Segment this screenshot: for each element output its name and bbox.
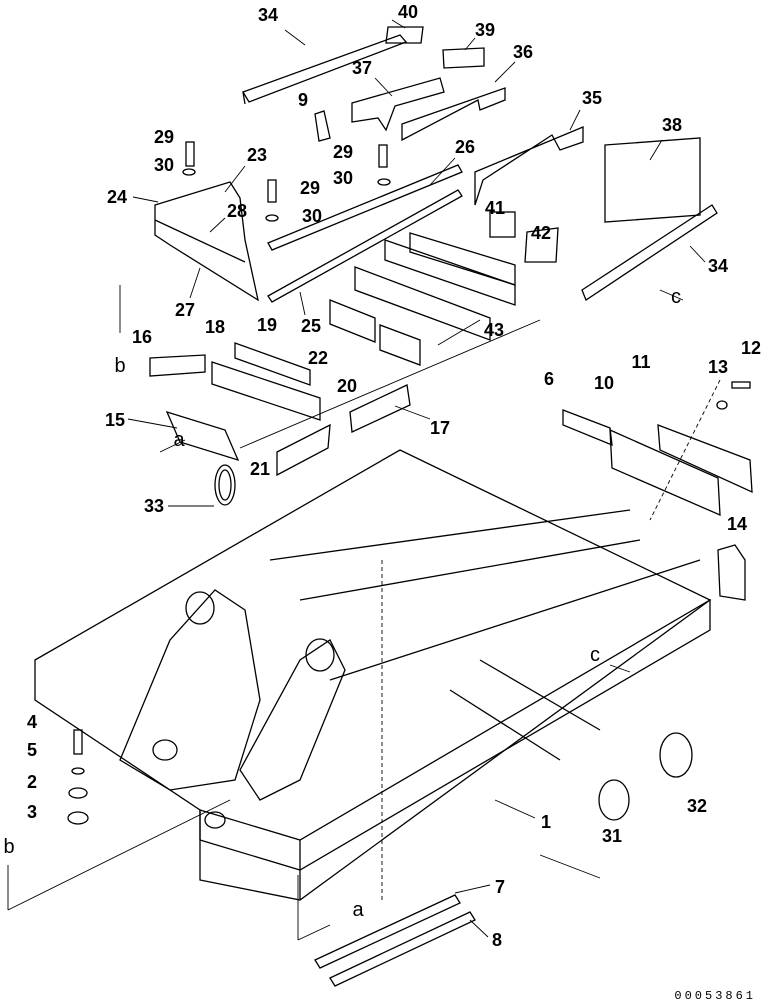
- callout-17: 17: [429, 418, 451, 438]
- part-40-pad: [385, 26, 424, 44]
- callout-30: 30: [301, 206, 323, 226]
- callout-33: 33: [143, 496, 165, 516]
- part-34-top-strip: [242, 34, 408, 105]
- part-15-17-21-pads: [165, 384, 411, 477]
- part-25-long-bar: [267, 189, 463, 303]
- callout-24: 24: [106, 187, 128, 207]
- view-marker-b: b: [3, 836, 15, 858]
- view-marker-b: b: [114, 355, 126, 377]
- view-marker-c: c: [671, 286, 681, 308]
- callout-36: 36: [512, 42, 534, 62]
- part-35-plate: [474, 126, 584, 206]
- part-37-plate: [351, 77, 445, 132]
- washer-30: [182, 168, 391, 222]
- part-16-18-19-20-pads: [149, 342, 321, 421]
- callout-2: 2: [26, 772, 38, 792]
- callout-25: 25: [300, 316, 322, 336]
- part-34-right-strip: [581, 204, 718, 301]
- callout-32: 32: [686, 796, 708, 816]
- callout-26: 26: [454, 137, 476, 157]
- callout-19: 19: [256, 315, 278, 335]
- callout-42: 42: [530, 223, 552, 243]
- callout-28: 28: [226, 201, 248, 221]
- callout-14: 14: [726, 514, 748, 534]
- callout-12: 12: [740, 338, 762, 358]
- callout-21: 21: [249, 459, 271, 479]
- callout-10: 10: [593, 373, 615, 393]
- callout-3: 3: [26, 802, 38, 822]
- callout-31: 31: [601, 826, 623, 846]
- callout-13: 13: [707, 357, 729, 377]
- bolt-12-washer-13: [716, 381, 751, 410]
- callout-39: 39: [474, 20, 496, 40]
- drawing-code: 00053861: [674, 989, 756, 1003]
- callout-4: 4: [26, 712, 38, 732]
- callout-40: 40: [397, 2, 419, 22]
- callout-30: 30: [332, 168, 354, 188]
- part-41-42-pads: [489, 211, 559, 263]
- view-marker-a: a: [173, 429, 185, 451]
- part-31-32-rings: [598, 732, 693, 821]
- callout-34: 34: [707, 256, 729, 276]
- callout-20: 20: [336, 376, 358, 396]
- callout-22: 22: [307, 348, 329, 368]
- callout-15: 15: [104, 410, 126, 430]
- callout-35: 35: [581, 88, 603, 108]
- callout-38: 38: [661, 115, 683, 135]
- part-33-ring: [214, 464, 236, 506]
- callout-37: 37: [351, 58, 373, 78]
- part-1-revolving-frame: [34, 449, 712, 901]
- callout-29: 29: [332, 142, 354, 162]
- callout-5: 5: [26, 740, 38, 760]
- callout-11: 11: [631, 352, 651, 372]
- view-marker-a: a: [352, 899, 364, 921]
- callout-43: 43: [483, 320, 505, 340]
- view-marker-c: c: [590, 644, 600, 666]
- part-26-long-bar: [267, 164, 463, 251]
- part-23-24-28-27-bracket: [154, 181, 259, 302]
- callout-34: 34: [257, 5, 279, 25]
- callout-29: 29: [153, 127, 175, 147]
- callout-23: 23: [246, 145, 268, 165]
- callout-16: 16: [131, 327, 153, 347]
- bolt-29: [185, 141, 388, 203]
- part-43-pads: [329, 232, 516, 366]
- part-39-pad: [442, 47, 485, 69]
- callout-6: 6: [543, 369, 555, 389]
- callout-29: 29: [299, 178, 321, 198]
- callout-27: 27: [174, 300, 196, 320]
- callout-30: 30: [153, 155, 175, 175]
- callout-18: 18: [204, 317, 226, 337]
- part-38-plate: [604, 137, 701, 223]
- callout-7: 7: [494, 877, 506, 897]
- callout-41: 41: [484, 198, 506, 218]
- part-9-block: [314, 110, 331, 142]
- callout-8: 8: [491, 930, 503, 950]
- part-36-plate: [401, 87, 506, 142]
- bolt-4-washers-5-2-3: [67, 729, 89, 825]
- callout-9: 9: [297, 90, 309, 110]
- part-7-8-bars: [314, 894, 476, 987]
- callout-1: 1: [540, 812, 552, 832]
- leader-lines: [7, 19, 721, 941]
- part-6-10-11-14-plates: [562, 409, 753, 601]
